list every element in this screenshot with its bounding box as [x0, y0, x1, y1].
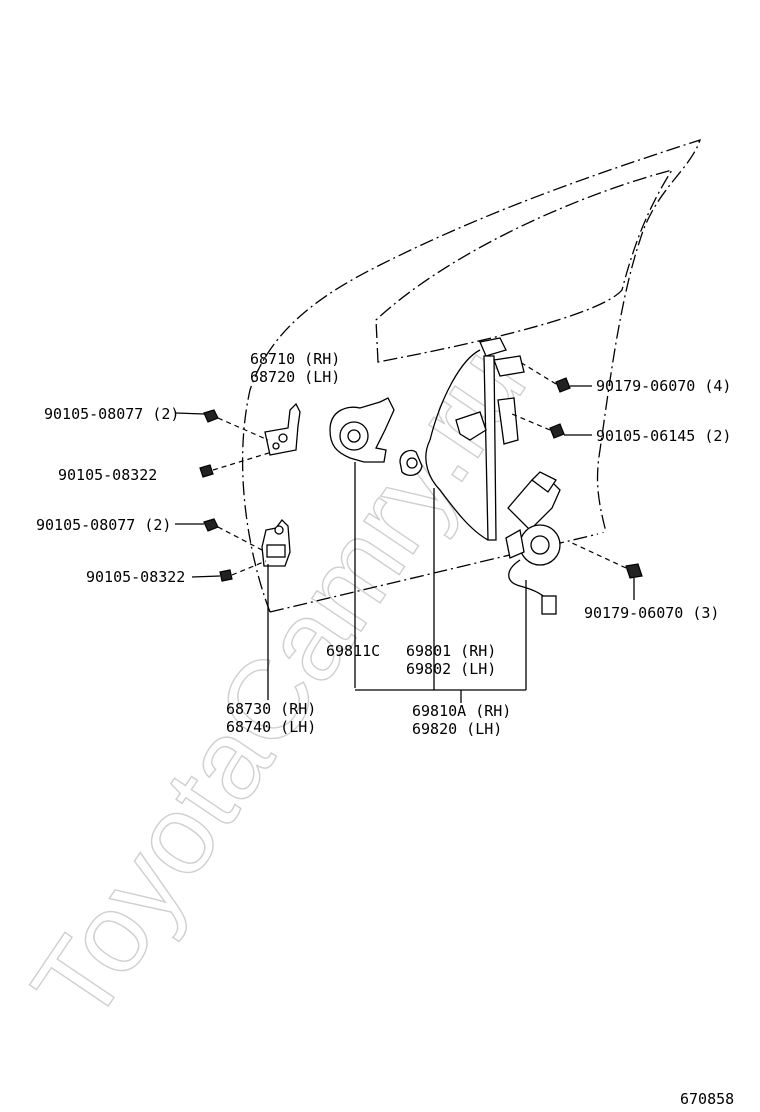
diagram-number: 670858 — [680, 1090, 734, 1108]
label-bolt-lower-hinge-2: 90105-08322 — [86, 568, 185, 586]
label-bolt-lower-hinge: 90105-08077 (2) — [36, 516, 171, 534]
nut-icon — [569, 541, 643, 600]
label-regulator-rh: 69801 (RH) — [406, 642, 496, 660]
label-motor-nut: 90179-06070 (3) — [584, 604, 719, 622]
regulator-plate — [329, 397, 395, 463]
label-hinge-lower-lh: 68740 (LH) — [226, 718, 316, 736]
window-motor — [505, 471, 561, 615]
label-bolt-upper-hinge: 90105-08077 (2) — [44, 405, 179, 423]
bolt-icon-5 — [519, 361, 592, 393]
lower-door-hinge — [261, 519, 291, 567]
label-regulator-bolt-mid: 90105-06145 (2) — [596, 427, 731, 445]
label-bolt-upper-hinge-2: 90105-08322 — [58, 466, 157, 484]
label-regulator-lh: 69802 (LH) — [406, 660, 496, 678]
window-regulator — [399, 337, 525, 541]
label-hinge-lower-rh: 68730 (RH) — [226, 700, 316, 718]
label-hinge-upper-lh: 68720 (LH) — [250, 368, 340, 386]
window-glass — [375, 168, 674, 363]
label-plate: 69811C — [326, 642, 380, 660]
label-hinge-upper-rh: 68710 (RH) — [250, 350, 340, 368]
upper-door-hinge — [264, 402, 301, 456]
bolt-icon-2 — [199, 451, 273, 478]
bolt-icon-4 — [191, 560, 267, 582]
bolt-icon-3 — [175, 518, 263, 551]
label-assy-rh: 69810A (RH) — [412, 702, 511, 720]
bolt-icon-1 — [175, 409, 269, 441]
label-assy-lh: 69820 (LH) — [412, 720, 502, 738]
bolt-icon-6 — [511, 413, 592, 439]
label-regulator-bolt-top: 90179-06070 (4) — [596, 377, 731, 395]
